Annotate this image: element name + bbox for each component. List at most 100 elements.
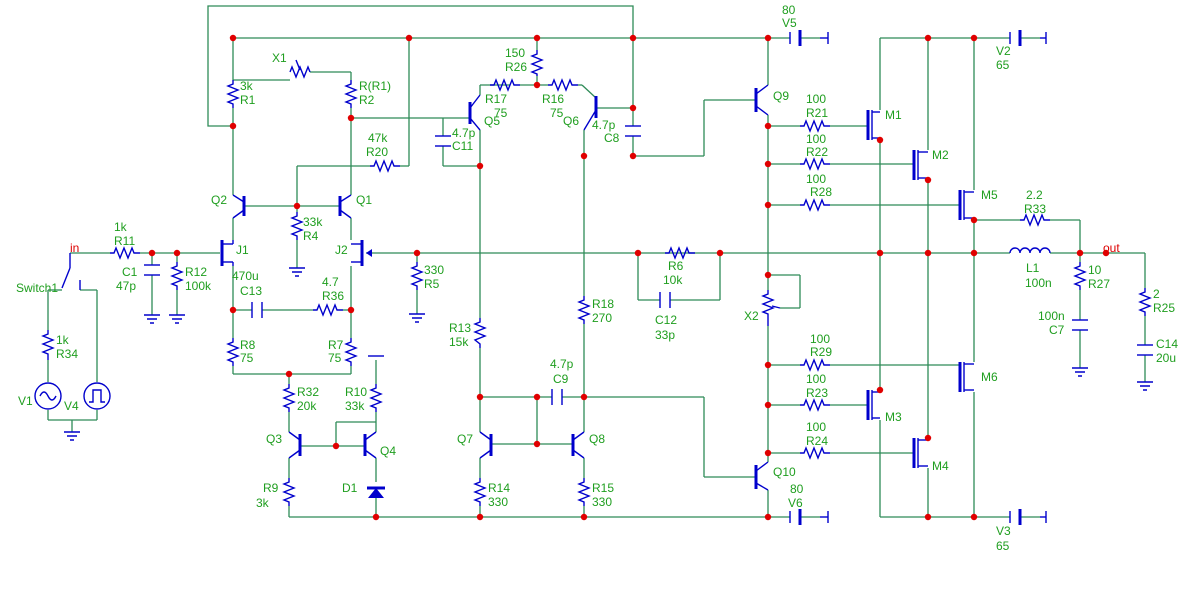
junction-dot: [764, 160, 772, 168]
net-label-in: in: [70, 241, 79, 255]
C7-value: 100n: [1038, 309, 1065, 323]
R34-id: R34: [56, 347, 78, 361]
C11-id: C11: [452, 139, 473, 153]
junction-dot: [293, 202, 301, 210]
capacitor-C9: [551, 389, 563, 405]
R9-id: R9: [263, 481, 279, 495]
resistor-R15: [577, 478, 591, 506]
C12-id: C12: [655, 313, 677, 327]
junction-dot: [476, 513, 484, 521]
R15-value: 330: [592, 495, 612, 509]
junction-dot: [413, 249, 421, 257]
resistor-R22: [800, 157, 830, 171]
R2-value: R(R1): [359, 79, 391, 93]
junction-dot: [580, 393, 588, 401]
junction-dot: [764, 271, 772, 279]
supply-V5: [789, 30, 829, 46]
R36-value: 4.7: [322, 275, 339, 289]
R18-value: 270: [592, 311, 612, 325]
Q7-id: Q7: [457, 432, 473, 446]
junction-dot: [634, 249, 642, 257]
R11-id: R11: [114, 234, 135, 248]
potentiometer-X2: [761, 290, 775, 326]
R11-value: 1k: [114, 220, 128, 234]
Q3-id: Q3: [266, 432, 282, 446]
junction-dot: [533, 393, 541, 401]
junction-dot: [476, 393, 484, 401]
R24-value: 100: [806, 420, 826, 434]
transistor-Q8: [571, 431, 585, 459]
junction-dot: [1102, 249, 1110, 257]
C8-id: C8: [604, 131, 620, 145]
junction-dot: [533, 440, 541, 448]
diode-D1: [367, 486, 385, 498]
L1-id: L1: [1026, 261, 1040, 275]
transistor-Q2: [232, 194, 246, 219]
R16-value: 75: [550, 106, 564, 120]
junction-dot: [924, 176, 932, 184]
junction-dot: [876, 386, 884, 394]
resistor-R29: [800, 358, 830, 372]
M6-id: M6: [981, 370, 998, 384]
J2-id: J2: [335, 243, 348, 257]
supply-V2: [1009, 30, 1047, 46]
junction-dot: [764, 513, 772, 521]
R10-id: R10: [345, 385, 367, 399]
R26-value: 150: [505, 46, 525, 60]
R14-id: R14: [488, 481, 510, 495]
potentiometer-X1: [289, 65, 311, 79]
resistor-R2: [344, 80, 358, 108]
resistor-R28: [800, 198, 830, 212]
R9-value: 3k: [256, 496, 270, 510]
Q5-id: Q5: [484, 114, 500, 128]
inductor-L1: [1009, 247, 1051, 254]
labels: in out Switch1 3k R1 R(R1) R2 X1 47k R20…: [16, 3, 1178, 553]
R1-id: R1: [240, 93, 256, 107]
resistor-R4: [290, 212, 304, 240]
junction-dot: [347, 306, 355, 314]
junction-dot: [764, 34, 772, 42]
switch-label: Switch1: [16, 281, 58, 295]
X2-id: X2: [744, 309, 759, 323]
junction-dot: [629, 34, 637, 42]
resistor-R32: [282, 384, 296, 412]
R23-value: 100: [806, 372, 826, 386]
R13-value: 15k: [449, 335, 469, 349]
R5-value: 330: [424, 263, 444, 277]
R4-value: 33k: [303, 215, 323, 229]
junction-dot: [970, 249, 978, 257]
transistor-Q9: [754, 84, 769, 116]
R12-id: R12: [185, 265, 207, 279]
C12-value: 33p: [655, 328, 675, 342]
V5-value: 80: [782, 3, 796, 17]
transistor-Q5: [468, 94, 481, 131]
R21-id: R21: [806, 106, 828, 120]
R17-value: 75: [494, 106, 508, 120]
junction-dot: [372, 513, 380, 521]
R27-id: R27: [1088, 277, 1110, 291]
resistor-R33: [1020, 213, 1050, 227]
R25-value: 2: [1153, 287, 1160, 301]
junction-dot: [148, 249, 156, 257]
junction-dot: [173, 249, 181, 257]
Q2-id: Q2: [211, 193, 227, 207]
M3-id: M3: [885, 410, 902, 424]
junction-dot: [924, 513, 932, 521]
D1-id: D1: [342, 481, 358, 495]
R28-value: 100: [806, 172, 826, 186]
R16-id: R16: [542, 92, 564, 106]
Q1-id: Q1: [356, 193, 372, 207]
R17-id: R17: [485, 92, 507, 106]
Q9-id: Q9: [773, 89, 789, 103]
R5-id: R5: [424, 277, 440, 291]
C14-value: 20u: [1156, 351, 1176, 365]
capacitor-C7: [1072, 319, 1088, 331]
C9-value: 4.7p: [550, 357, 574, 371]
R29-id: R29: [810, 345, 832, 359]
capacitor-C13: [251, 302, 263, 318]
junction-dot: [332, 442, 340, 450]
V6-id: V6: [788, 496, 803, 510]
Q10-id: Q10: [773, 465, 796, 479]
C9-id: C9: [553, 372, 569, 386]
mosfet-M4: [912, 438, 928, 468]
